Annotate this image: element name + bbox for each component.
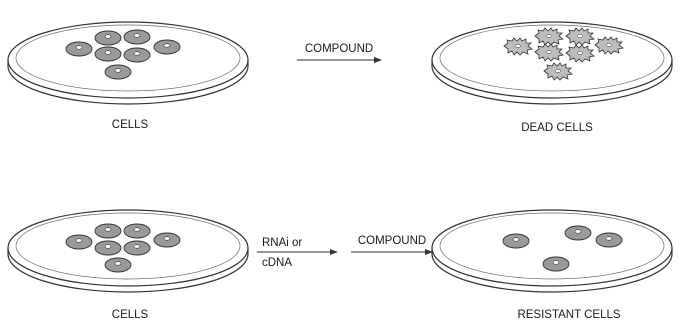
resistant-cell (564, 225, 592, 241)
bottom-first-arrow-label-line2: cDNA (262, 257, 292, 269)
cell (123, 223, 151, 239)
cell (94, 240, 122, 256)
top-left-label: CELLS (112, 119, 149, 131)
cell (94, 46, 122, 62)
top-arrow-label: COMPOUND (305, 43, 373, 55)
resistant-cell (542, 256, 570, 272)
resistant-cell (595, 232, 623, 248)
cell (153, 232, 181, 248)
cell (153, 39, 181, 55)
cell (104, 257, 132, 273)
cell (123, 47, 151, 63)
dish-bottom-right (431, 209, 673, 293)
resistant-cell (502, 233, 530, 249)
bottom-first-arrow-label-line1: RNAi or (262, 237, 302, 249)
cell (65, 234, 93, 250)
top-right-label: DEAD CELLS (521, 122, 593, 134)
cell (94, 223, 122, 239)
cell (104, 64, 132, 80)
bottom-right-label: RESISTANT CELLS (517, 309, 620, 321)
cell (123, 29, 151, 45)
bottom-left-label: CELLS (112, 309, 149, 321)
cell (65, 41, 93, 57)
cell (94, 30, 122, 46)
cell (123, 240, 151, 256)
bottom-second-arrow-label: COMPOUND (358, 235, 426, 247)
